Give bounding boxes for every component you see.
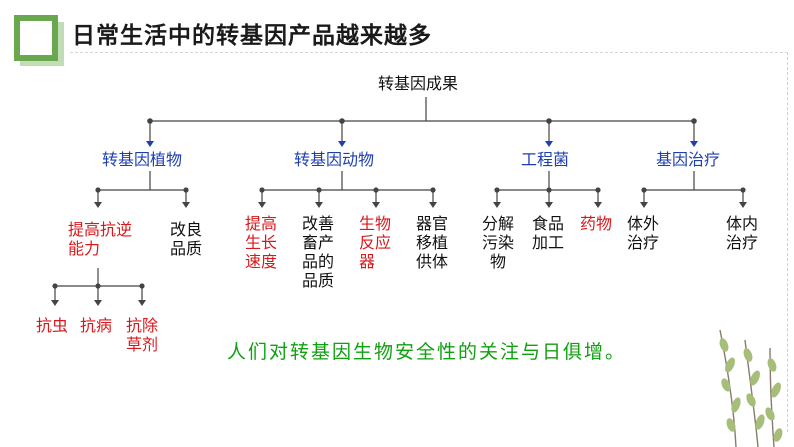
- page-title: 日常生活中的转基因产品越来越多: [72, 23, 432, 49]
- animal-bioreactor: 生物反应器: [359, 214, 392, 271]
- therapy-ex-vivo: 体外治疗: [627, 214, 660, 252]
- category-bacteria: 工程菌: [521, 150, 570, 169]
- category-therapy: 基因治疗: [656, 150, 721, 169]
- decorative-frame-icon: [14, 15, 58, 61]
- therapy-in-vivo: 体内治疗: [726, 214, 759, 252]
- animal-organ-donor: 器官移植供体: [416, 214, 449, 271]
- bacteria-pollutant: 分解污染物: [481, 214, 514, 271]
- animal-growth: 提高生长速度: [245, 214, 278, 271]
- willow-branch-decoration: [719, 330, 783, 447]
- plant-quality: 改良品质: [170, 220, 203, 258]
- bacteria-food: 食品加工: [532, 214, 565, 252]
- title-divider: [70, 52, 788, 53]
- root-node: 转基因成果: [378, 74, 459, 93]
- category-animal: 转基因动物: [294, 150, 375, 169]
- safety-note: 人们对转基因生物安全性的关注与日俱增。: [227, 341, 627, 363]
- slide-border: [787, 52, 789, 432]
- plant-stress-resistance: 提高抗逆能力: [68, 220, 133, 258]
- category-plant: 转基因植物: [102, 150, 183, 169]
- stress-insect: 抗虫: [36, 316, 69, 335]
- bacteria-drug: 药物: [580, 214, 613, 233]
- stress-disease: 抗病: [80, 316, 113, 335]
- stress-herbicide: 抗除草剂: [126, 316, 159, 354]
- animal-quality: 改善畜产品的品质: [302, 214, 335, 290]
